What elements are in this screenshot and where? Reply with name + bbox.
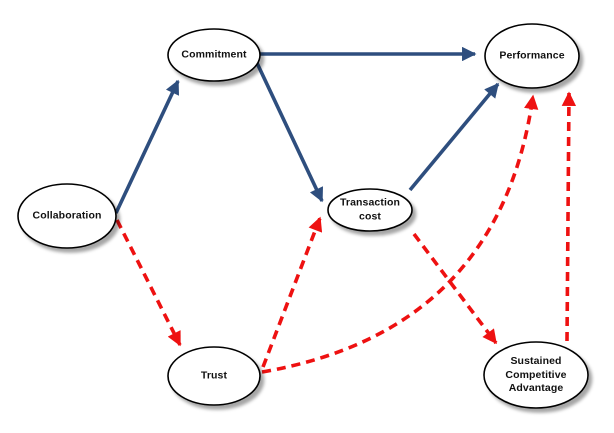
node-performance: [484, 23, 580, 89]
edges-layer: [114, 46, 577, 374]
edge-transaction-cost-to-sustained-competitive-advantage: [412, 232, 498, 345]
edge-trust-to-transaction-cost: [261, 216, 323, 368]
node-sustained-competitive-advantage: [483, 341, 589, 409]
edge-transaction-cost-to-performance: [408, 82, 500, 192]
edge-trust-to-performance: [261, 94, 539, 374]
edge-collaboration-to-commitment: [114, 79, 180, 214]
node-trust: [167, 346, 261, 406]
edge-commitment-to-transaction-cost: [255, 62, 324, 203]
edge-sustained-competitive-advantage-to-performance: [561, 91, 577, 342]
node-collaboration: [17, 183, 117, 249]
edge-collaboration-to-trust: [115, 219, 182, 347]
node-transaction-cost: [327, 188, 413, 232]
nodes-layer: [17, 23, 589, 409]
node-commitment: [167, 28, 261, 82]
